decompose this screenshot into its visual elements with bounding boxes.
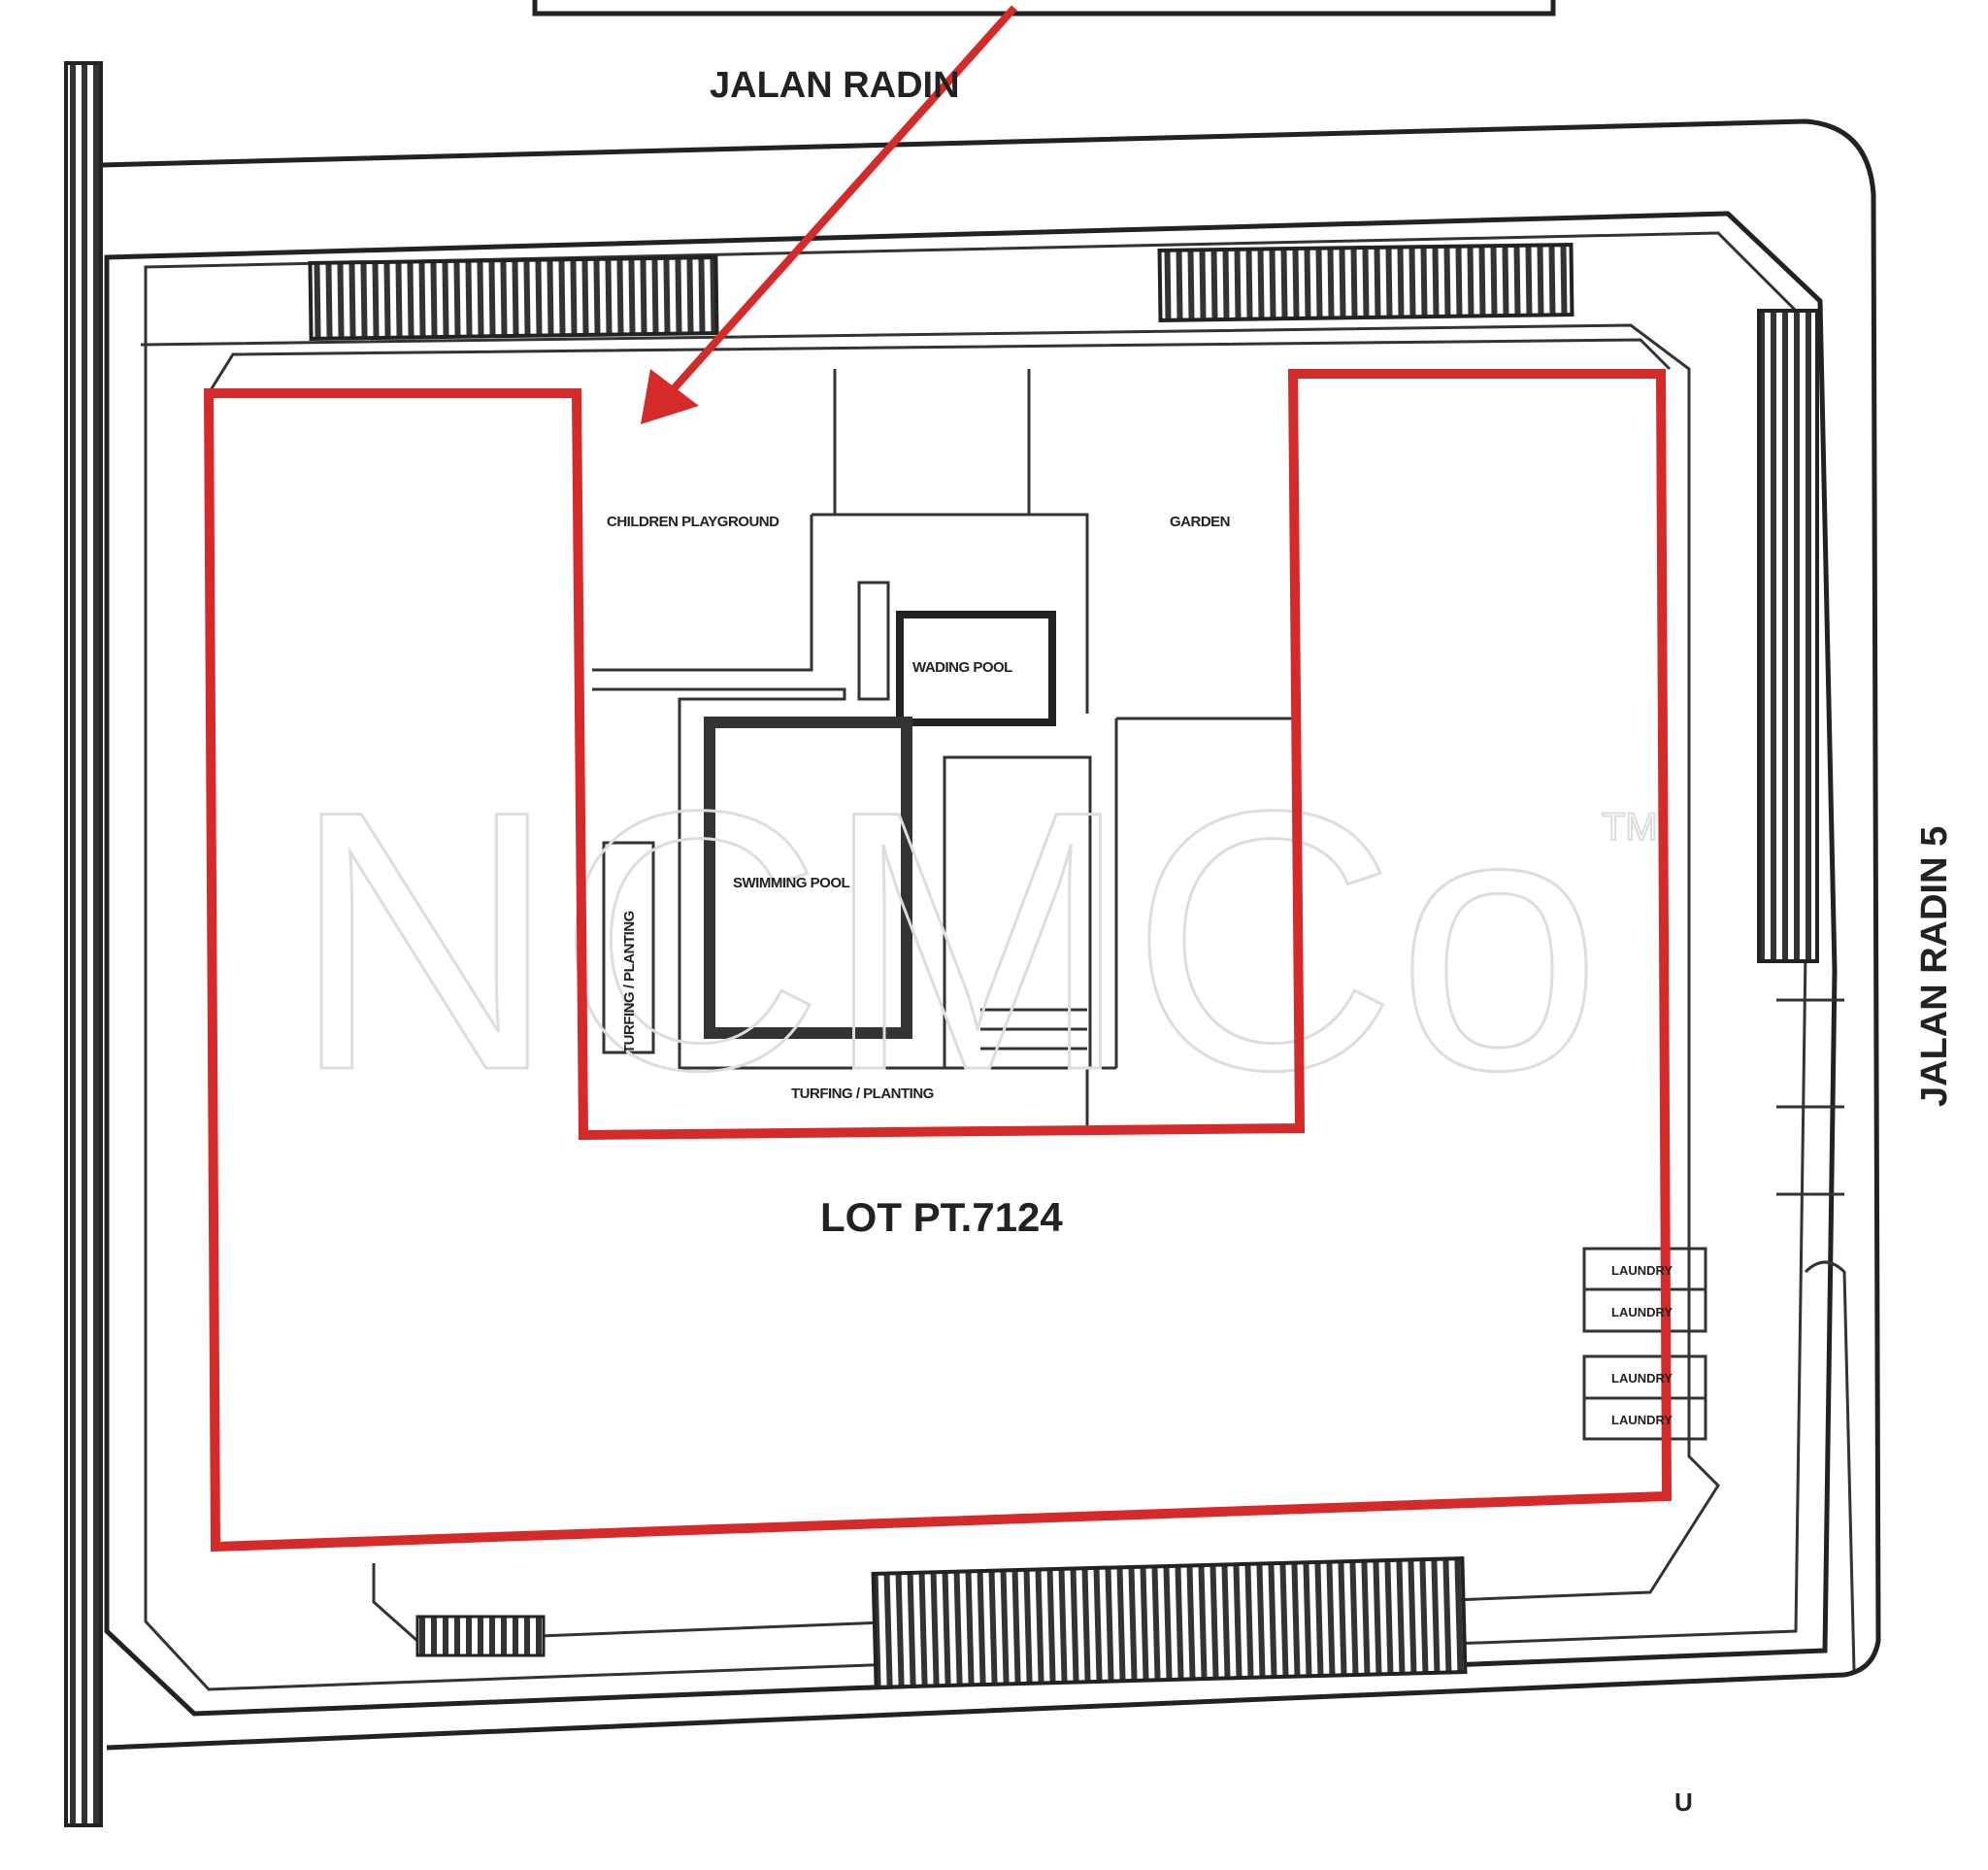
- callout-box: [532, 0, 1556, 17]
- building-outline: [207, 338, 1672, 394]
- lot-label: LOT PT.7124: [820, 1194, 1063, 1240]
- road-label-east: JALAN RADIN 5: [1914, 826, 1955, 1107]
- road-label-north: JALAN RADIN: [710, 65, 960, 106]
- parking-strip-east: [1757, 309, 1819, 963]
- parking-strip-north-east: [1157, 243, 1574, 322]
- turfing-side-label: TURFING / PLANTING: [621, 911, 638, 1053]
- garden-label: GARDEN: [1170, 514, 1230, 530]
- watermark: NCMCo TM: [290, 733, 1659, 1149]
- highlighted-lot-outline: [203, 369, 1673, 1553]
- svg-text:NCMCo: NCMCo: [291, 734, 1602, 1147]
- laundry-label: LAUNDRY: [1611, 1371, 1673, 1386]
- laundry-label: LAUNDRY: [1611, 1305, 1673, 1319]
- courtyard: [592, 369, 1296, 1126]
- svg-text:TM: TM: [1602, 806, 1658, 849]
- playground-label: CHILDREN PLAYGROUND: [607, 514, 779, 530]
- swimming-pool-outline: [704, 717, 912, 1039]
- wading-pool-outline: [896, 611, 1056, 726]
- swimming-pool-label: SWIMMING POOL: [733, 875, 849, 891]
- outer-boundary: [100, 118, 1881, 1751]
- north-marker: U: [1674, 1787, 1693, 1817]
- laundry-label: LAUNDRY: [1611, 1413, 1673, 1427]
- left-boundary-strip: [64, 61, 103, 1827]
- driveway: [140, 323, 1720, 1643]
- parking-strip-north-west: [308, 255, 719, 341]
- turfing-bottom-label: TURFING / PLANTING: [791, 1085, 934, 1102]
- east-gate: [1776, 998, 1856, 1671]
- parking-strip-south: [871, 1556, 1468, 1689]
- red-arrow: [641, 5, 1017, 424]
- laundry-blocks: [1582, 1247, 1707, 1441]
- wading-pool-label: WADING POOL: [912, 659, 1012, 676]
- parking-strip-south-west: [415, 1615, 546, 1657]
- laundry-label: LAUNDRY: [1611, 1263, 1673, 1278]
- site-boundary: [104, 211, 1838, 1717]
- inner-boundary: [144, 231, 1807, 1691]
